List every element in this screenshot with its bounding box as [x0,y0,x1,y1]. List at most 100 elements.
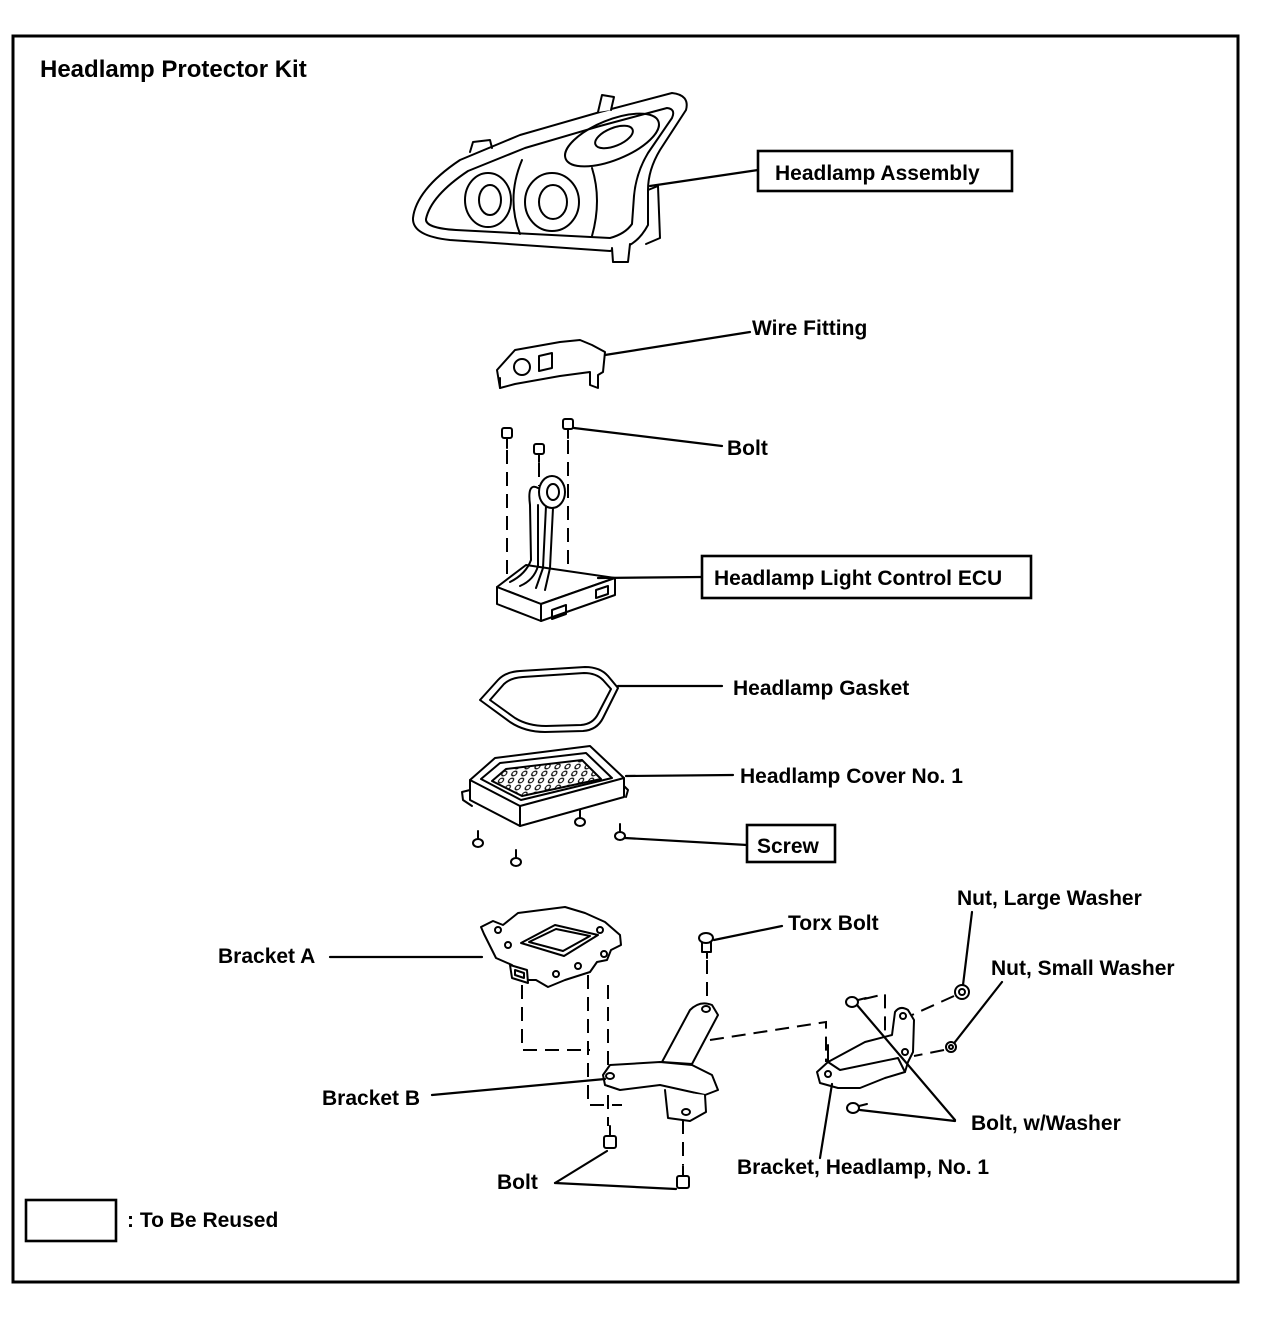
ecu-connector-1 [551,604,567,620]
label-bracket-b: Bracket B [322,1087,420,1110]
headlamp-light-control-ecu-drawing [496,475,616,622]
headlamp-lens-left [464,172,512,228]
headlamp-divider-right [591,167,598,237]
ecu-hose-loop [509,485,539,583]
leader-bolt-bottom-1 [553,1149,609,1185]
leader-screw [623,836,749,847]
leader-torx-bolt [712,924,784,942]
bottom-bolts-drawing [603,1125,690,1189]
legend-text: : To Be Reused [127,1209,278,1232]
bracket-b-hole-3 [681,1108,691,1116]
nut-large-washer [954,984,970,1000]
screw-4-head [614,831,626,841]
headlamp-inner-rim [425,107,675,239]
assembly-dashed-lines [506,440,955,1165]
bracket-b-lower-tab [664,1089,707,1122]
headlamp-lens-left-inner [478,184,502,216]
leader-headlamp-assembly [648,168,760,188]
cover-right-flange [623,785,629,798]
bracket-b-drawing [602,1002,719,1122]
bolt-bottom-2-head [676,1175,690,1189]
wire-fitting-clip [538,352,553,372]
bolt-washer-1-shank [857,997,867,1001]
screw-2-head [510,857,522,867]
label-bolt-bottom: Bolt [497,1171,538,1194]
dash-bracket-a-left [521,985,590,1051]
gasket-outer [479,666,619,733]
leader-cover [624,773,735,778]
headlamp-housing [411,92,688,252]
cover-inner-rim [480,752,613,801]
leader-nut-large-washer [961,910,974,987]
label-cover: Headlamp Cover No. 1 [740,765,963,788]
ecu-round-connector [538,475,566,509]
nuts-drawing [945,984,970,1053]
bracket-a-drawing [480,906,622,988]
headlamp-projector [524,172,580,232]
headlamp-rear-housing [645,185,661,245]
wire-fitting-hole [513,358,531,376]
bracket-a-tab-slot [514,969,525,979]
dash-bolt-washer-top [863,992,886,1040]
bolt-washer-2-head [846,1102,860,1114]
bracket-headlamp-hole-1 [824,1070,832,1078]
bracket-a-hole-1 [494,926,502,934]
cover-vent-grid [491,759,602,797]
label-nut-small-washer: Nut, Small Washer [991,957,1175,980]
headlamp-divider-left [512,159,523,235]
dash-bracket-b-to-headlamp-bracket [709,1020,827,1062]
bracket-headlamp-hole-3 [901,1048,909,1056]
nut-small-washer [945,1041,957,1053]
ecu-cable-2 [544,507,554,591]
legend: : To Be Reused [24,1198,278,1243]
bracket-a-hole-2 [504,941,512,949]
bracket-headlamp-fold [827,1057,906,1073]
screw-3-head [574,817,586,827]
bracket-a-cutout-rim [520,924,599,957]
bolts-with-washer-drawing [845,996,868,1114]
label-bracket-headlamp: Bracket, Headlamp, No. 1 [737,1156,989,1179]
nut-small-washer-hole [948,1044,954,1050]
torx-bolt-head [698,932,714,944]
ecu-cable-1 [535,505,547,589]
bracket-headlamp-hole-2 [899,1012,907,1020]
torx-bolt-drawing [698,932,714,959]
ecu-connector-2 [595,585,609,599]
ecu-side-face [540,577,616,622]
bracket-a-hole-3 [596,926,604,934]
bracket-headlamp-body [816,1006,915,1089]
diagram-frame [11,34,1240,1284]
cover-left-flange [461,789,473,807]
label-screw: Screw [757,835,820,858]
screws-drawing [472,809,626,867]
headlamp-projector-inner [538,184,568,220]
headlamp-turn-lamp-inner [594,124,634,150]
headlamp-gasket-drawing [479,666,619,733]
screw-1-head [472,838,484,848]
bracket-a-hole-6 [574,962,582,970]
ecu-hose-loop-inner [519,504,539,587]
leader-ecu [596,575,704,580]
top-bolts-drawing [501,418,574,463]
bolt-washer-2-shank [858,1103,868,1107]
bracket-a-cutout [528,928,591,952]
leader-bolt-washer-1 [855,1003,957,1122]
label-gasket: Headlamp Gasket [733,677,909,700]
bracket-a-hole-5 [552,970,560,978]
nut-large-washer-hole [958,988,966,996]
label-bolt-top: Bolt [727,437,768,460]
label-wire-fitting: Wire Fitting [752,317,867,340]
label-torx-bolt: Torx Bolt [788,912,879,935]
bracket-b-hole-2 [701,1005,711,1013]
diagram-title: Headlamp Protector Kit [40,56,307,83]
leader-bracket-headlamp [818,1082,834,1160]
bolt-top-3-head [562,418,574,430]
bolt-bottom-1-head [603,1135,617,1149]
headlamp-turn-lamp [564,112,660,168]
bracket-headlamp-drawing [816,1006,915,1089]
label-bracket-a: Bracket A [218,945,315,968]
leader-wire-fitting [603,330,752,357]
leader-nut-small-washer [953,980,1004,1044]
bolt-washer-1-head [845,996,859,1008]
